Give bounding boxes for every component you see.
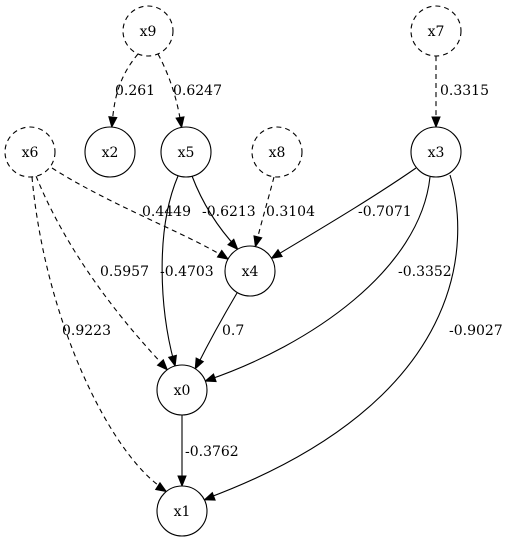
node-x0: x0 bbox=[156, 364, 208, 416]
node-x5: x5 bbox=[160, 126, 212, 178]
node-label-x2: x2 bbox=[102, 145, 119, 161]
node-circle-x1 bbox=[156, 485, 208, 537]
node-label-x5: x5 bbox=[178, 145, 195, 161]
edge-label-x7-x3: 0.3315 bbox=[440, 83, 489, 99]
edge-label-x8-x4: 0.3104 bbox=[266, 204, 315, 220]
node-label-x7: x7 bbox=[428, 24, 445, 40]
arrowhead-x9-x5 bbox=[175, 116, 185, 129]
node-label-x1: x1 bbox=[174, 504, 191, 520]
edge-x9-x5 bbox=[157, 53, 182, 125]
node-circle-x0 bbox=[156, 364, 208, 416]
edge-label-x3-x4: -0.7071 bbox=[358, 204, 412, 220]
arrowhead-x8-x4 bbox=[253, 235, 263, 248]
edge-x3-x1 bbox=[207, 174, 459, 499]
node-x7: x7 bbox=[410, 5, 462, 57]
edge-label-x6-x0: 0.5957 bbox=[100, 264, 149, 280]
arrowhead-x9-x2 bbox=[108, 116, 118, 129]
arrowhead-x7-x3 bbox=[431, 116, 441, 129]
edge-labels-layer: 0.261 0.6247 0.3315 0.4449 0.5957 0.9223 -0.62… bbox=[62, 83, 503, 460]
node-x8: x8 bbox=[251, 126, 303, 178]
edge-label-x0-x1: -0.3762 bbox=[185, 444, 239, 460]
node-label-x4: x4 bbox=[242, 264, 259, 280]
node-x9: x9 bbox=[122, 5, 174, 57]
node-circle-x4 bbox=[224, 245, 276, 297]
node-x4: x4 bbox=[224, 245, 276, 297]
node-circle-x5 bbox=[160, 126, 212, 178]
edge-label-x4-x0: 0.7 bbox=[222, 323, 244, 339]
arrowhead-x5-x4 bbox=[227, 238, 239, 251]
arrowhead-x6-x4 bbox=[216, 249, 230, 260]
node-circle-x9 bbox=[122, 5, 174, 57]
node-x3: x3 bbox=[410, 126, 462, 178]
edge-label-x6-x1: 0.9223 bbox=[62, 323, 111, 339]
arrowhead-x3-x0 bbox=[204, 373, 217, 383]
edge-x3-x0 bbox=[207, 176, 431, 381]
node-circle-x8 bbox=[251, 126, 303, 178]
node-x6: x6 bbox=[4, 126, 56, 178]
arrowhead-x5-x0 bbox=[167, 354, 177, 368]
edge-label-x3-x1: -0.9027 bbox=[449, 323, 503, 339]
arrowhead-x4-x0 bbox=[194, 357, 205, 371]
edge-x3-x4 bbox=[271, 167, 417, 259]
arrowhead-x0-x1 bbox=[177, 475, 187, 488]
node-x1: x1 bbox=[156, 485, 208, 537]
edge-label-x9-x5: 0.6247 bbox=[173, 83, 222, 99]
edge-x5-x0 bbox=[161, 175, 179, 363]
node-circle-x6 bbox=[4, 126, 56, 178]
edge-x6-x4 bbox=[51, 167, 227, 259]
edge-label-x5-x0: -0.4703 bbox=[160, 264, 214, 280]
node-label-x9: x9 bbox=[140, 24, 157, 40]
edge-label-x3-x0: -0.3352 bbox=[398, 264, 452, 280]
node-circle-x2 bbox=[84, 126, 136, 178]
edge-label-x9-x2: 0.261 bbox=[115, 83, 155, 99]
node-label-x0: x0 bbox=[174, 383, 191, 399]
edge-label-x6-x4: 0.4449 bbox=[142, 204, 191, 220]
node-circle-x3 bbox=[410, 126, 462, 178]
edges-layer bbox=[31, 53, 459, 501]
arrowhead-x6-x0 bbox=[156, 358, 169, 371]
arrowhead-x3-x4 bbox=[270, 248, 283, 259]
edge-x4-x0 bbox=[196, 292, 238, 367]
edge-x6-x0 bbox=[35, 175, 167, 369]
nodes-layer: x9 x7 x6 x2 x5 x8 x3 x4 x0 x1 bbox=[4, 5, 462, 537]
arrowhead-x6-x1 bbox=[154, 481, 168, 493]
node-circle-x7 bbox=[410, 5, 462, 57]
edge-label-x5-x4: -0.6213 bbox=[202, 204, 256, 220]
node-label-x8: x8 bbox=[269, 145, 286, 161]
arrowhead-x3-x1 bbox=[203, 491, 216, 501]
node-label-x3: x3 bbox=[428, 145, 445, 161]
edge-x6-x1 bbox=[31, 176, 166, 491]
node-x2: x2 bbox=[84, 126, 136, 178]
node-label-x6: x6 bbox=[22, 145, 39, 161]
